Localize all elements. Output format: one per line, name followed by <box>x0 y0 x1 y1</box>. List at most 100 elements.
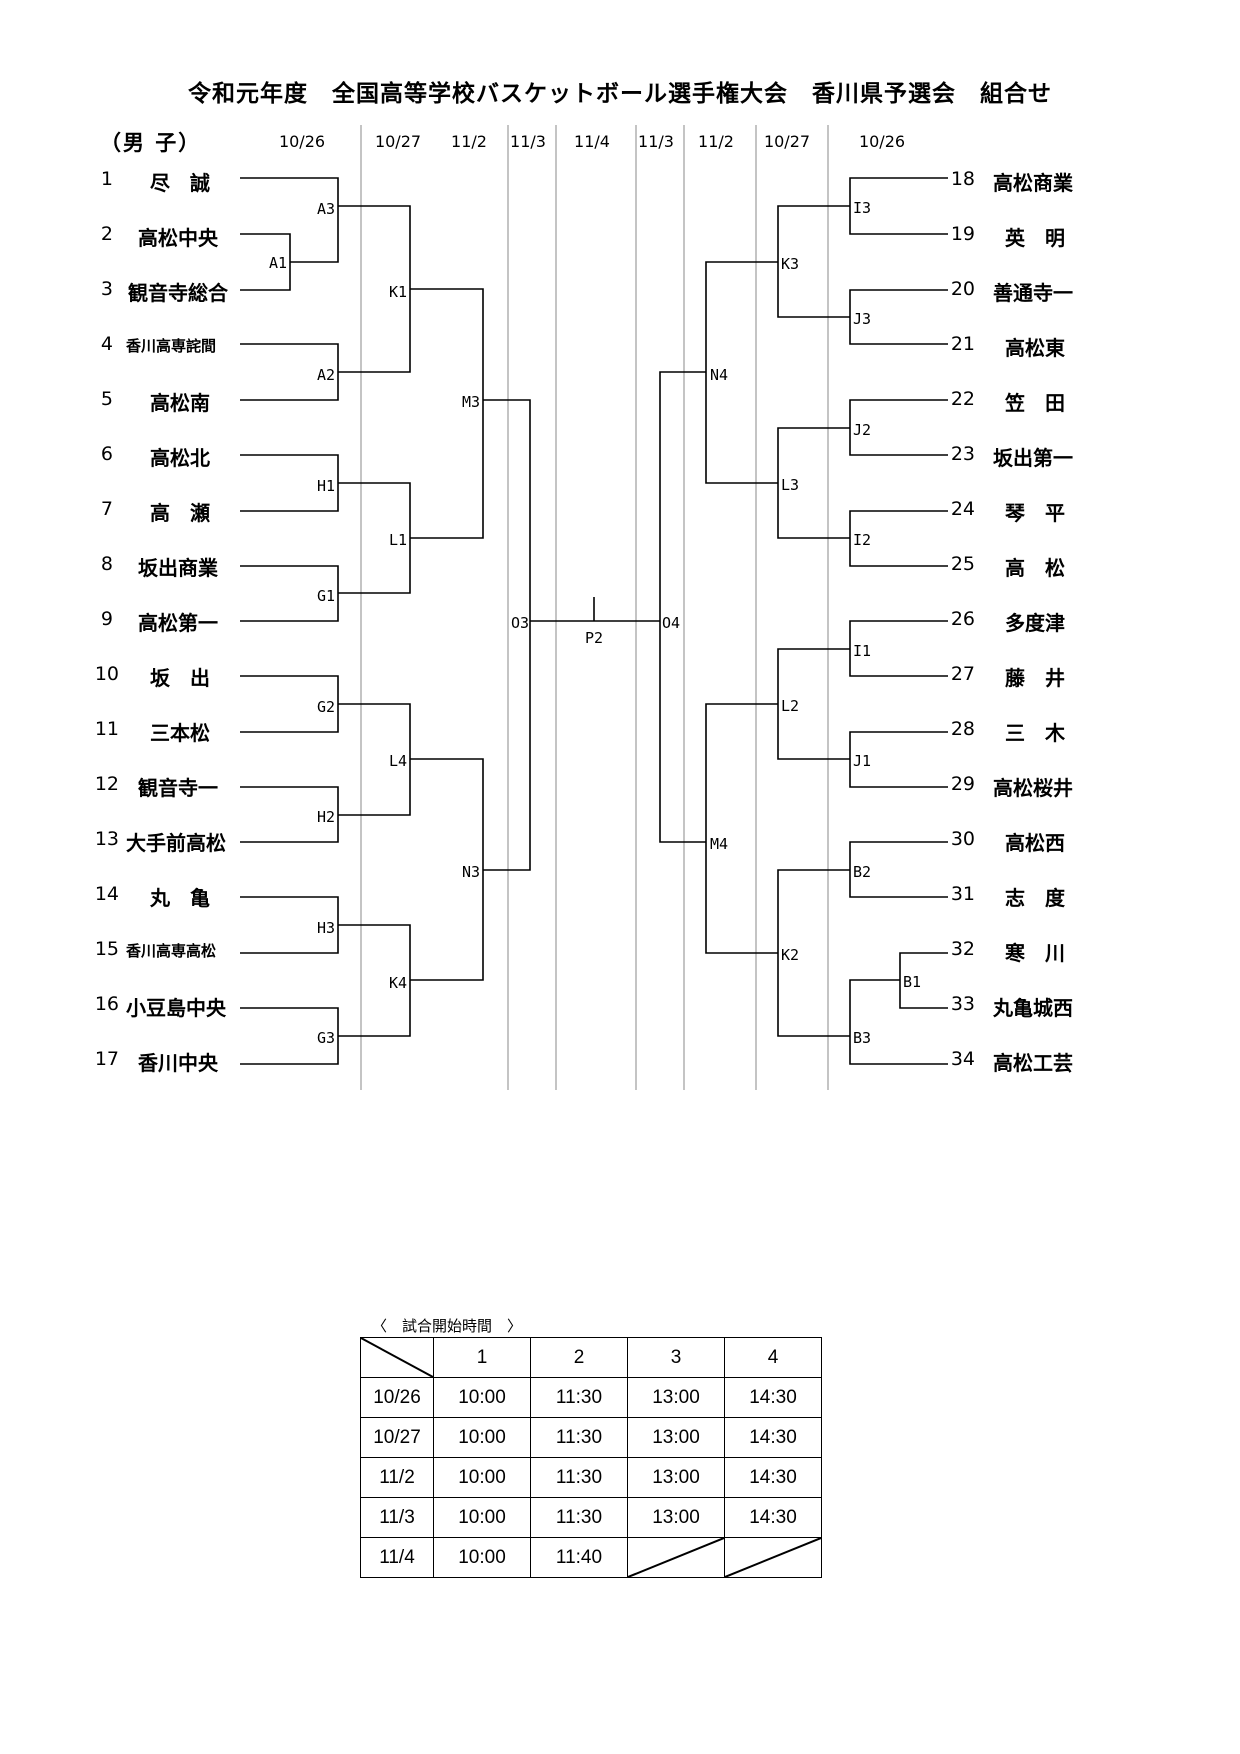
team-number: 2 <box>100 223 113 245</box>
team-number: 9 <box>100 608 113 630</box>
column-header: 4 <box>724 1337 822 1378</box>
time-cell: 11:30 <box>530 1417 628 1458</box>
round-date: 11/2 <box>451 132 487 151</box>
match-code-labels: A1 A3 A2 H1 G1 G2 H2 H3 G3 K1 L1 L4 K4 M… <box>269 199 921 1047</box>
team-name: 笠 田 <box>1005 391 1065 415</box>
team-number: 28 <box>950 718 975 740</box>
team-number: 8 <box>100 553 113 575</box>
round-date: 11/2 <box>698 132 734 151</box>
team-number: 21 <box>950 333 975 355</box>
team-name: 高松北 <box>150 446 210 470</box>
team-number: 20 <box>950 278 975 300</box>
match-code: P2 <box>585 629 603 647</box>
team-name: 高松桜井 <box>993 776 1073 800</box>
match-code: K1 <box>389 283 407 301</box>
team-name: 高松工芸 <box>993 1051 1073 1075</box>
team-number: 16 <box>94 993 119 1015</box>
bracket-line <box>777 869 850 1037</box>
time-cell: 11:30 <box>530 1457 628 1498</box>
time-cell: 10:00 <box>433 1417 531 1458</box>
time-cell: 13:00 <box>627 1457 725 1498</box>
time-cell: 10:00 <box>433 1537 531 1578</box>
team-number: 15 <box>94 938 119 960</box>
table-row: 10/26 10:00 11:30 13:00 14:30 <box>360 1377 822 1418</box>
team-name: 香川高専高松 <box>126 942 217 960</box>
team-name: 多度津 <box>1005 611 1065 635</box>
team-number: 30 <box>950 828 975 850</box>
time-cell: 10:00 <box>433 1457 531 1498</box>
team-name: 坂 出 <box>150 666 210 690</box>
match-code: L3 <box>781 476 799 494</box>
match-code: H3 <box>317 919 335 937</box>
team-name: 香川高専詫間 <box>126 337 217 355</box>
column-header: 3 <box>627 1337 725 1378</box>
team-name: 寒 川 <box>1005 941 1065 965</box>
team-number: 32 <box>950 938 975 960</box>
team-number: 34 <box>950 1048 975 1070</box>
team-name: 高松商業 <box>993 171 1073 195</box>
tournament-bracket: A1 A3 A2 H1 G1 G2 H2 H3 G3 K1 L1 L4 K4 M… <box>240 125 948 1090</box>
match-code: N4 <box>710 366 728 384</box>
match-code: O4 <box>662 614 680 632</box>
table-header-row: 1 2 3 4 <box>360 1337 822 1378</box>
team-name: 坂出商業 <box>138 556 218 580</box>
match-code: M3 <box>462 393 480 411</box>
bracket-line <box>777 427 850 539</box>
team-name: 高松東 <box>1005 336 1065 360</box>
match-code: K3 <box>781 255 799 273</box>
match-code: L4 <box>389 752 407 770</box>
team-name: 藤 井 <box>1005 666 1065 690</box>
diagonal-line <box>628 1538 724 1577</box>
bracket-line <box>849 510 948 567</box>
team-number: 29 <box>950 773 975 795</box>
time-cell: 13:00 <box>627 1377 725 1418</box>
match-code: G3 <box>317 1029 335 1047</box>
match-code: J1 <box>853 752 871 770</box>
bracket-line <box>849 177 948 235</box>
round-date: 10/26 <box>858 132 906 151</box>
team-name: 高松西 <box>1005 831 1065 855</box>
match-code: G1 <box>317 587 335 605</box>
match-code: L2 <box>781 697 799 715</box>
team-name: 琴 平 <box>1005 501 1065 525</box>
round-date: 10/26 <box>278 132 326 151</box>
match-code: A3 <box>317 200 335 218</box>
team-name: 高 瀬 <box>150 501 210 525</box>
team-number: 3 <box>100 278 113 300</box>
team-name: 尽 誠 <box>150 171 210 195</box>
empty-slashed-cell <box>724 1537 822 1578</box>
team-name: 志 度 <box>1005 886 1065 910</box>
bracket-line <box>705 261 778 484</box>
page-title: 令和元年度 全国高等学校バスケットボール選手権大会 香川県予選会 組合せ <box>188 81 1052 107</box>
team-number: 4 <box>100 333 113 355</box>
team-name: 高松中央 <box>138 226 218 250</box>
round-dividers <box>360 125 829 1090</box>
match-code: B3 <box>853 1029 871 1047</box>
time-cell: 14:30 <box>724 1457 822 1498</box>
team-number: 27 <box>950 663 975 685</box>
column-header: 1 <box>433 1337 531 1378</box>
bracket-line <box>705 703 778 954</box>
team-number: 11 <box>94 718 119 740</box>
table-row: 11/3 10:00 11:30 13:00 14:30 <box>360 1497 822 1538</box>
time-cell: 14:30 <box>724 1417 822 1458</box>
table-row: 11/4 10:00 11:40 <box>360 1537 822 1578</box>
empty-slashed-cell <box>627 1537 725 1578</box>
bracket-line <box>849 979 948 1065</box>
table-row: 11/2 10:00 11:30 13:00 14:30 <box>360 1457 822 1498</box>
team-name: 香川中央 <box>138 1051 218 1075</box>
bracket-line <box>849 399 948 456</box>
time-cell: 13:00 <box>627 1497 725 1538</box>
match-code: I3 <box>853 199 871 217</box>
row-date: 11/4 <box>360 1537 434 1578</box>
time-cell: 11:30 <box>530 1377 628 1418</box>
team-number: 31 <box>950 883 975 905</box>
time-cell: 10:00 <box>433 1497 531 1538</box>
row-date: 11/3 <box>360 1497 434 1538</box>
team-name: 高 松 <box>1005 556 1065 580</box>
team-number: 7 <box>100 498 113 520</box>
schedule-table: 1 2 3 4 10/26 10:00 11:30 13:00 14:30 10… <box>360 1337 822 1578</box>
team-name: 大手前高松 <box>126 831 226 855</box>
match-code: M4 <box>710 835 728 853</box>
bracket-line <box>240 177 339 263</box>
